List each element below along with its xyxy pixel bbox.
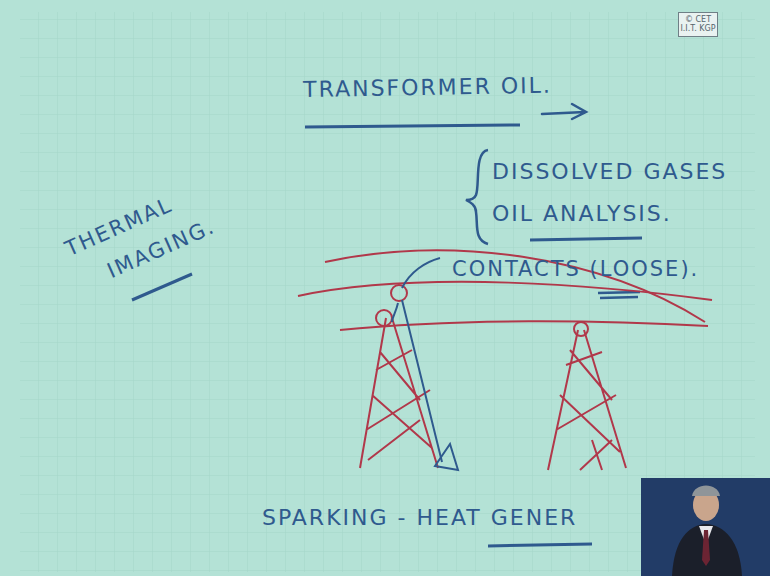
ground-symbol xyxy=(435,444,458,470)
contact-circle xyxy=(376,310,392,326)
node-text: © CET I.I.T. KGP xyxy=(679,16,717,33)
text-stack: © CET I.I.T. KGP xyxy=(679,16,717,33)
imaging-underline xyxy=(132,274,192,300)
conductor-line xyxy=(298,282,712,300)
contact-circle xyxy=(574,322,588,336)
ground-lead xyxy=(392,300,442,462)
transmission-tower xyxy=(360,318,438,468)
contact-circle xyxy=(391,285,407,301)
handwritten-note: OIL ANALYSIS. xyxy=(492,202,722,226)
handwritten-note: CONTACTS (LOOSE). xyxy=(452,258,752,281)
handwritten-note: SPARKING - HEAT GENER xyxy=(262,506,642,530)
curly-brace xyxy=(466,150,488,244)
title-underline xyxy=(305,125,520,127)
pointer-arrow xyxy=(542,104,586,119)
watermark-box: © CET I.I.T. KGP xyxy=(678,12,718,37)
analysis-underline xyxy=(530,238,642,240)
slide-heading: TRANSFORMER OIL. xyxy=(303,73,563,102)
loose-underline xyxy=(598,292,640,298)
presenter-video xyxy=(641,478,770,576)
leader-line xyxy=(402,258,440,288)
transmission-tower xyxy=(548,330,626,470)
handwritten-note: DISSOLVED GASES xyxy=(492,160,762,184)
heat-underline xyxy=(488,544,592,546)
